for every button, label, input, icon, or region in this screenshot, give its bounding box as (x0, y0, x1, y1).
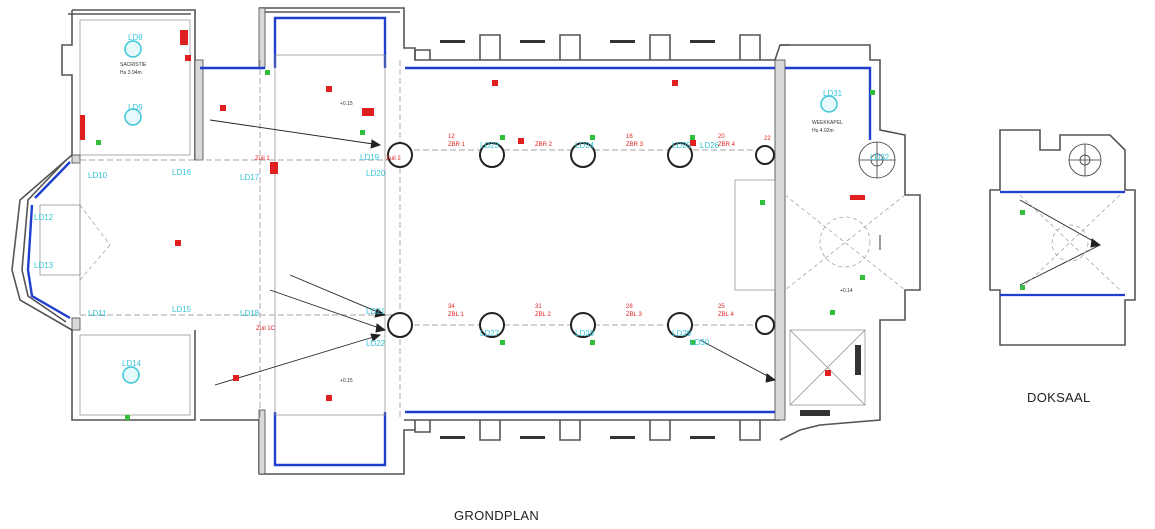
spiral-stairs (858, 141, 1102, 179)
detector-tag: LD28 (575, 329, 595, 338)
detector-tag: LD26 (700, 141, 720, 150)
detector-tag: LD9 (128, 103, 143, 112)
detector-tag: LD29 (672, 329, 692, 338)
room-level-chapel: Hu 4.02m (812, 128, 834, 134)
pier-label-north: ZBR 1 (448, 142, 466, 148)
red-devices (80, 30, 865, 401)
pier-label-north: Zuil 2 (386, 156, 401, 162)
doksaal-walls (989, 129, 1136, 346)
detector-tag: LD14 (122, 359, 142, 368)
marker-number: 28 (626, 304, 633, 310)
detector-tag: LD23 (480, 141, 500, 150)
pier-label-south: Zuil 1C (256, 326, 276, 332)
sight-arrows (209, 119, 1102, 386)
marker-number: 25 (718, 304, 725, 310)
detector-tag: LD11 (88, 309, 107, 318)
detector-tag: LD8 (128, 33, 143, 42)
green-markers (96, 70, 1025, 420)
pier-label-south: ZBL 3 (626, 312, 642, 318)
pier-label-south: ZBL 4 (718, 312, 734, 318)
pier-label-north: ZBR 2 (535, 142, 553, 148)
doksaal-blue (1000, 190, 1125, 297)
plan-title: GRONDPLAN (454, 508, 540, 523)
vault-diagonals (79, 194, 906, 291)
detector-tag: LD31 (823, 89, 843, 98)
interior-lines (39, 19, 866, 420)
pier-label-north: ZBR 4 (718, 142, 736, 148)
wall-fill (71, 7, 786, 475)
detector-tag: LD13 (34, 261, 54, 270)
detector-tag: LD19 (360, 153, 380, 162)
cyan-detectors (122, 40, 838, 384)
doksaal-vault (1019, 194, 1121, 291)
detector-tag: LD22 (366, 339, 386, 348)
pier-label-south: ZBL 2 (535, 312, 551, 318)
detector-tag: LD30 (690, 338, 710, 347)
marker-number: 31 (535, 304, 542, 310)
room-level-sacristy: Hu 3.94m (120, 70, 142, 76)
columns-north (387, 142, 775, 168)
pier-label-north: ZBR 3 (626, 142, 644, 148)
outer-walls (11, 7, 921, 475)
columns-south (387, 312, 775, 338)
marker-number: 12 (448, 134, 455, 140)
marker-number: 22 (764, 136, 771, 142)
pier-label-left: Zuil 1 (255, 156, 270, 162)
detector-tag: LD21 (366, 307, 386, 316)
gallery-title: DOKSAAL (1027, 390, 1091, 405)
detector-tag: LD16 (172, 168, 192, 177)
detector-tag: LD15 (172, 305, 192, 314)
marker-number: 34 (448, 304, 455, 310)
detector-tag: LD18 (240, 309, 260, 318)
detector-tag: LD20 (366, 169, 386, 178)
detector-tag: LD12 (34, 213, 54, 222)
window-marks (440, 40, 861, 439)
room-name-chapel: WEEKKAPEL (812, 120, 843, 126)
level-marker: +0.15 (340, 101, 353, 107)
marker-number: 20 (718, 134, 725, 140)
pier-label-south: ZBL 1 (448, 312, 464, 318)
detector-tag: LD25 (672, 141, 692, 150)
blue-perimeter (26, 16, 872, 467)
marker-number: 16 (626, 134, 633, 140)
detector-tag: LD27 (480, 329, 500, 338)
detector-tag: LD17 (240, 173, 260, 182)
detector-tag: LD32 (870, 153, 890, 162)
level-marker: +0.14 (840, 288, 853, 294)
level-marker: +0.15 (340, 378, 353, 384)
room-name-sacristy: SACRISTIE (120, 62, 147, 68)
detector-tag: LD24 (575, 141, 595, 150)
detector-tag: LD10 (88, 171, 108, 180)
